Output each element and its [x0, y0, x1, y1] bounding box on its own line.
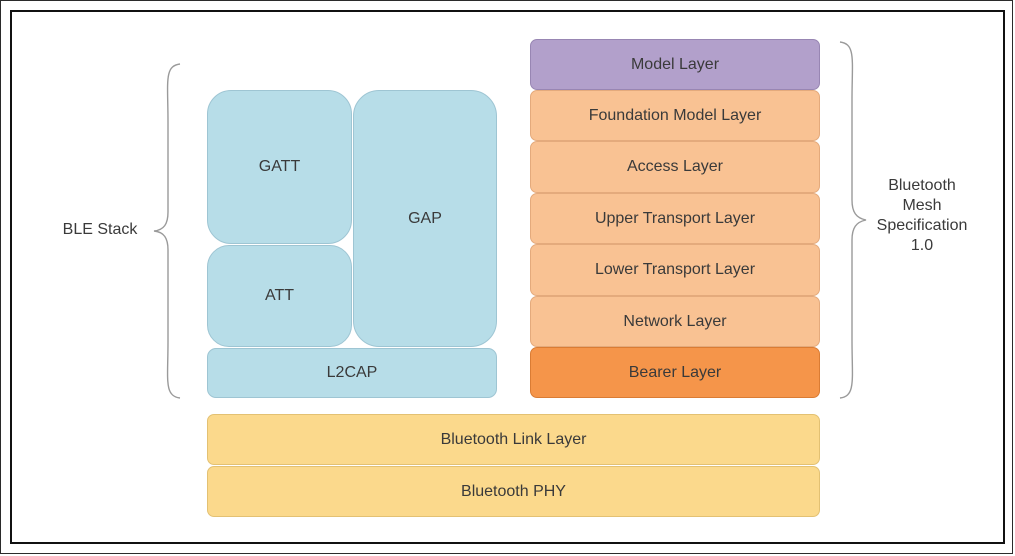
- mesh-spec-label: Bluetooth Mesh Specification 1.0: [866, 176, 978, 256]
- bluetooth-phy-box: Bluetooth PHY: [207, 466, 820, 517]
- gap-box: GAP: [353, 90, 497, 347]
- mesh-spec-label-line-2: Mesh: [902, 197, 942, 214]
- model-layer-box: Model Layer: [530, 39, 820, 90]
- bluetooth-link-layer-box: Bluetooth Link Layer: [207, 414, 820, 465]
- mesh-spec-label-line-1: Bluetooth: [888, 177, 956, 194]
- mesh-spec-brace: [839, 41, 867, 399]
- l2cap-box: L2CAP: [207, 348, 497, 398]
- access-layer-box: Access Layer: [530, 141, 820, 193]
- gatt-box: GATT: [207, 90, 352, 244]
- bearer-layer-box: Bearer Layer: [530, 347, 820, 398]
- network-layer-box: Network Layer: [530, 296, 820, 347]
- ble-stack-brace: [153, 63, 181, 399]
- mesh-spec-label-line-4: 1.0: [910, 237, 934, 254]
- foundation-model-layer-box: Foundation Model Layer: [530, 90, 820, 141]
- att-box: ATT: [207, 245, 352, 347]
- lower-transport-layer-box: Lower Transport Layer: [530, 244, 820, 296]
- upper-transport-layer-box: Upper Transport Layer: [530, 193, 820, 244]
- ble-stack-label: BLE Stack: [62, 221, 138, 238]
- mesh-spec-label-line-3: Specification: [876, 217, 968, 234]
